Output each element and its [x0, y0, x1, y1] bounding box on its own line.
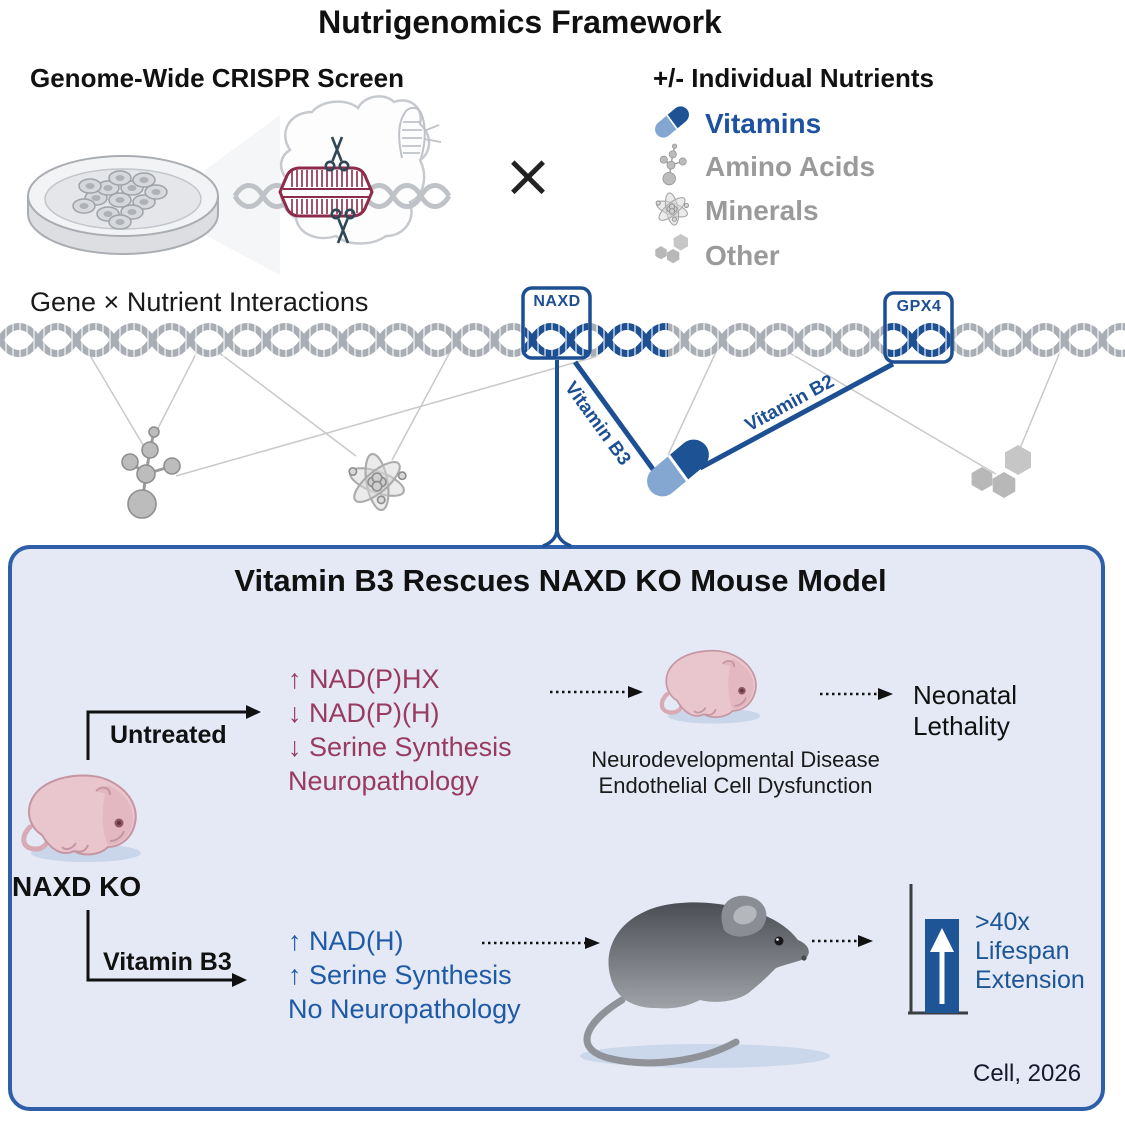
- scissors-icon: [324, 135, 350, 172]
- hexagons-icon: [655, 234, 688, 264]
- effect-line: ↑ NAD(H): [288, 926, 404, 956]
- rescue-panel-title: Vitamin B3 Rescues NAXD KO Mouse Model: [234, 563, 887, 598]
- disease-caption: Neurodevelopmental Disease Endothelial C…: [563, 747, 908, 799]
- nutrient-label-vitamins: Vitamins: [705, 108, 822, 139]
- neonatal-lethality-label: Neonatal Lethality: [913, 680, 1018, 741]
- petri-dish: [27, 155, 219, 255]
- lifespan-extension-label: >40x Lifespan Extension: [975, 908, 1085, 994]
- magnification-beam: [205, 115, 280, 275]
- pill-icon: [639, 431, 717, 505]
- pill-icon: [650, 102, 694, 142]
- grna-hairpin-icon: [398, 106, 442, 159]
- treated-effects: ↑ NAD(H) ↑ Serine Synthesis No Neuropath…: [288, 924, 521, 1026]
- vitamin-b2-edge: [698, 361, 895, 471]
- nutrient-label-amino-acids: Amino Acids: [705, 151, 876, 182]
- caption-line: Neurodevelopmental Disease: [591, 747, 880, 772]
- interactions-heading: Gene × Nutrient Interactions: [30, 287, 369, 317]
- genomic-dna-segment: [232, 183, 452, 209]
- vitamin-b3-branch-label: Vitamin B3: [103, 948, 232, 976]
- untreated-effects: ↑ NAD(P)HX ↓ NAD(P)(H) ↓ Serine Synthesi…: [288, 662, 512, 798]
- untreated-branch-label: Untreated: [110, 721, 227, 749]
- cell-colonies: [72, 170, 168, 230]
- scissors-icon: [330, 208, 356, 245]
- gene-label-naxd: NAXD: [533, 293, 581, 310]
- amino-acid-molecule-icon: [120, 425, 182, 520]
- journal-citation: Cell, 2026: [973, 1060, 1082, 1087]
- naxd-ko-label: NAXD KO: [12, 871, 142, 902]
- atom-icon: [654, 191, 690, 227]
- dna-strand: [0, 319, 1125, 359]
- rescue-panel: [8, 545, 1105, 1111]
- interaction-web: [87, 351, 1061, 477]
- cas9-crispr-icon: [278, 166, 374, 218]
- nutrient-label-other: Other: [705, 240, 780, 271]
- effect-line: ↓ NAD(P)(H): [288, 698, 440, 728]
- effect-line: ↑ Serine Synthesis: [288, 960, 512, 990]
- cell-blob: [279, 95, 431, 245]
- crispr-screen-heading: Genome-Wide CRISPR Screen: [30, 63, 404, 93]
- nutrient-label-minerals: Minerals: [705, 195, 819, 226]
- edge-label-vitamin-b2: Vitamin B2: [741, 370, 838, 437]
- cross-operator: ×: [502, 141, 554, 211]
- effect-line: No Neuropathology: [288, 994, 521, 1024]
- atom-icon: [345, 451, 409, 513]
- hexagons-icon: [971, 445, 1031, 498]
- edge-label-vitamin-b3: Vitamin B3: [560, 377, 635, 470]
- caption-line: Endothelial Cell Dysfunction: [598, 773, 873, 798]
- effect-line: ↓ Serine Synthesis: [288, 732, 512, 762]
- page-title: Nutrigenomics Framework: [318, 4, 722, 40]
- nutrients-heading: +/- Individual Nutrients: [653, 63, 934, 93]
- effect-line: Neuropathology: [288, 766, 479, 796]
- amino-acid-molecule-icon: [659, 143, 687, 186]
- effect-line: ↑ NAD(P)HX: [288, 664, 440, 694]
- gene-label-gpx4: GPX4: [896, 298, 942, 315]
